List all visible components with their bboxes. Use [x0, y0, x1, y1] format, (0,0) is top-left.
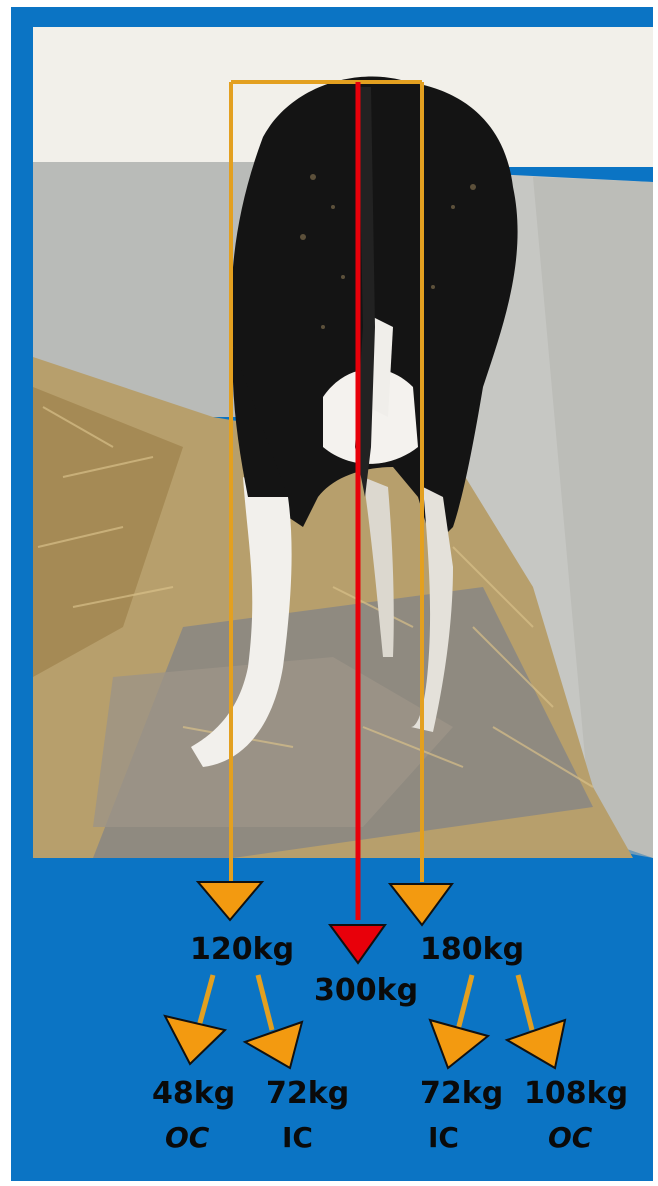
left-outer-arrow-icon [165, 1016, 225, 1064]
right-outer-split-line [518, 975, 532, 1030]
right-inner-claw-label: IC [428, 1121, 459, 1154]
right-inner-split-line [458, 975, 472, 1030]
right-down-arrow-icon [390, 884, 452, 925]
total-weight: 300kg [314, 973, 418, 1008]
right-outer-claw-weight: 108kg [524, 1076, 628, 1111]
left-inner-claw-label: IC [282, 1121, 313, 1154]
left-outer-claw-label: OC [165, 1121, 209, 1154]
right-inner-claw-weight: 72kg [420, 1076, 503, 1111]
left-inner-claw-weight: 72kg [266, 1076, 349, 1111]
left-down-arrow-icon [198, 882, 262, 920]
center-down-arrow-icon [330, 925, 385, 963]
weight-frame [231, 82, 422, 920]
left-leg-weight: 120kg [190, 932, 294, 967]
right-outer-claw-label: OC [548, 1121, 592, 1154]
right-outer-arrow-icon [507, 1020, 565, 1068]
left-outer-claw-weight: 48kg [152, 1076, 235, 1111]
right-leg-weight: 180kg [420, 932, 524, 967]
left-outer-split-line [198, 975, 213, 1030]
right-inner-arrow-icon [430, 1020, 488, 1068]
left-inner-split-line [258, 975, 272, 1030]
